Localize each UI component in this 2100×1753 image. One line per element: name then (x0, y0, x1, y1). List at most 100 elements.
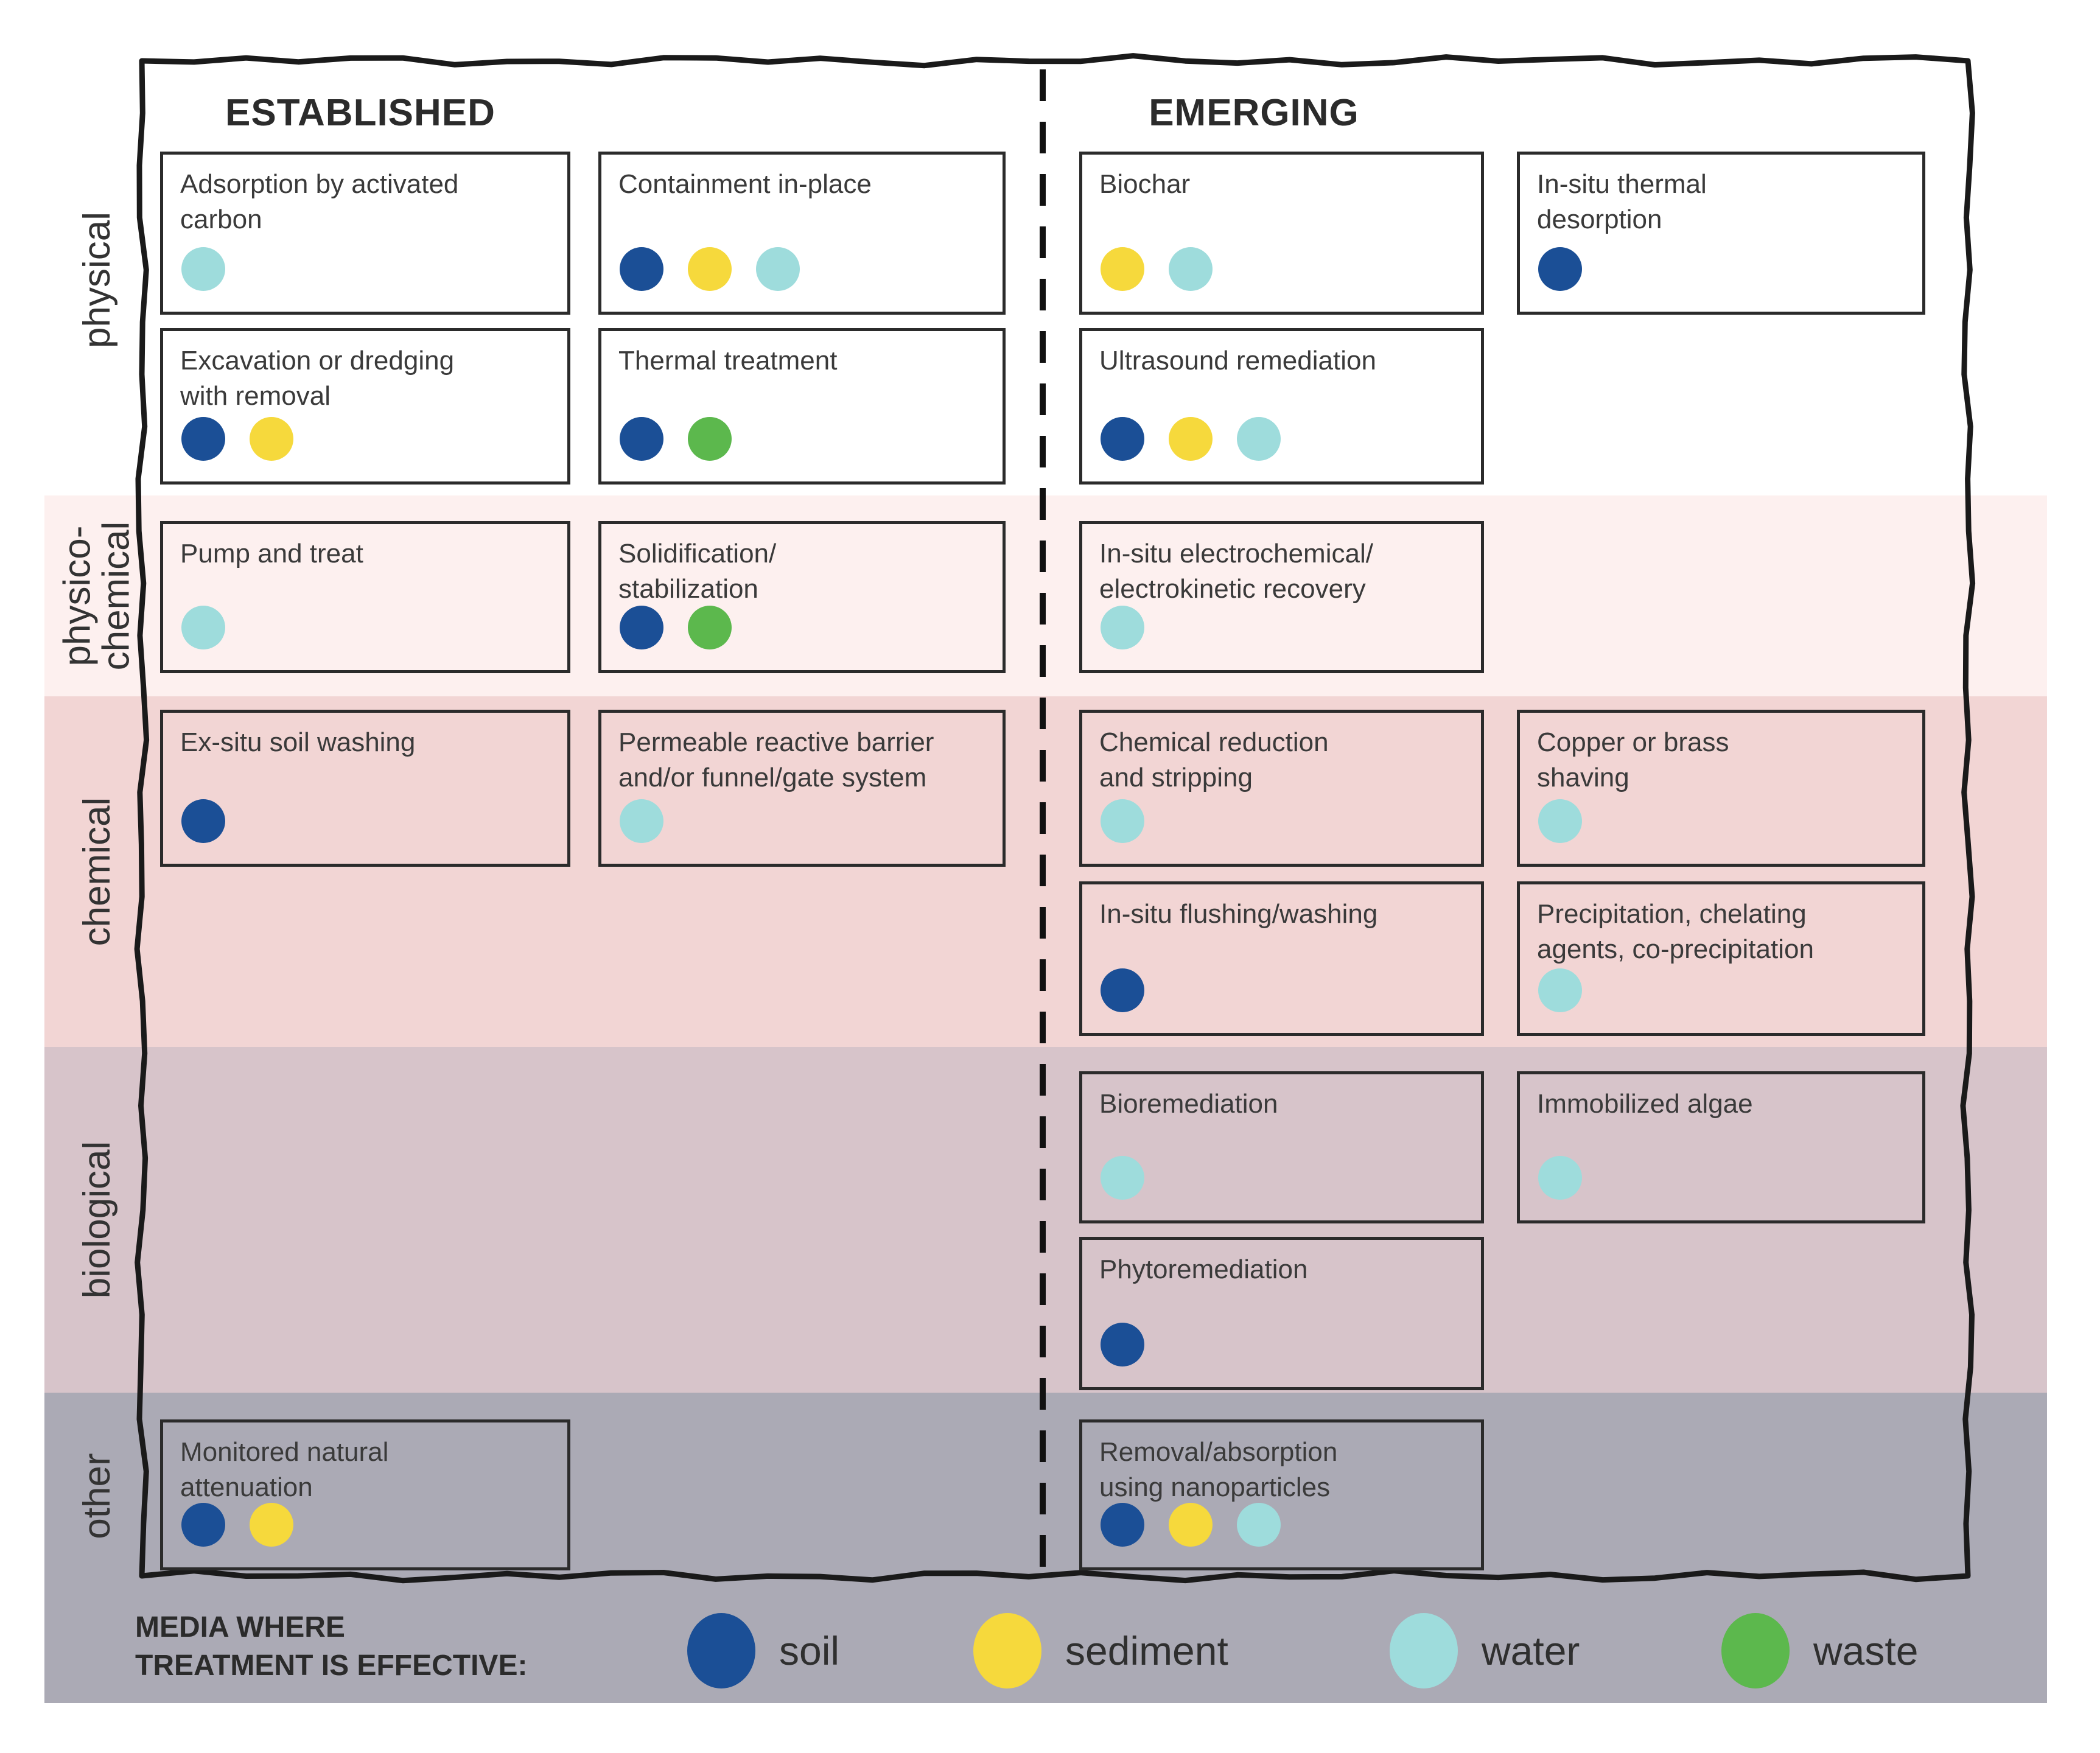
sediment-dot (1169, 417, 1213, 461)
treatment-box-biochar: Biochar (1079, 152, 1484, 315)
treatment-title: Phytoremediation (1099, 1254, 1308, 1284)
media-dots (1538, 968, 1582, 1012)
media-dots (620, 606, 732, 649)
media-dots (1101, 1156, 1144, 1200)
sediment-dot (1101, 247, 1144, 291)
treatment-title: Copper or brass shaving (1537, 727, 1729, 793)
treatment-box-adsorption-activated-carbon: Adsorption by activated carbon (160, 152, 570, 315)
treatment-box-removal-absorption-nanoparticles: Removal/absorption using nanoparticles (1079, 1419, 1484, 1570)
legend-sediment-label: sediment (1065, 1628, 1228, 1673)
water-dot (1101, 606, 1144, 649)
soil-dot (1101, 417, 1144, 461)
treatment-box-chemical-reduction-stripping: Chemical reduction and stripping (1079, 710, 1484, 867)
sediment-dot (1169, 1503, 1213, 1547)
treatment-title: In-situ electrochemical/ electrokinetic … (1099, 539, 1373, 604)
treatment-box-excavation-dredging-removal: Excavation or dredging with removal (160, 328, 570, 485)
treatment-box-permeable-reactive-barrier: Permeable reactive barrier and/or funnel… (598, 710, 1006, 867)
treatment-title: Ultrasound remediation (1099, 346, 1376, 376)
water-dot (1538, 799, 1582, 843)
water-dot (1237, 417, 1281, 461)
treatment-title: In-situ thermal desorption (1537, 169, 1707, 235)
water-dot (1538, 1156, 1582, 1200)
treatment-title: Removal/absorption using nanoparticles (1099, 1437, 1338, 1503)
media-dots (1101, 1503, 1281, 1547)
treatment-box-ultrasound-remediation: Ultrasound remediation (1079, 328, 1484, 485)
soil-dot (1538, 247, 1582, 291)
treatment-title: Thermal treatment (618, 346, 838, 376)
legend-waste-dot (1721, 1613, 1790, 1688)
treatment-box-in-situ-thermal-desorption: In-situ thermal desorption (1517, 152, 1925, 315)
treatment-box-monitored-natural-attenuation: Monitored natural attenuation (160, 1419, 570, 1570)
media-dots (181, 799, 225, 843)
treatment-box-ex-situ-soil-washing: Ex-situ soil washing (160, 710, 570, 867)
water-dot (1101, 1156, 1144, 1200)
established-header: ESTABLISHED (225, 92, 495, 134)
sediment-dot (250, 1503, 293, 1547)
media-dots (1101, 799, 1144, 843)
treatment-title: Immobilized algae (1537, 1089, 1753, 1119)
legend-soil-label: soil (779, 1628, 840, 1673)
water-dot (181, 247, 225, 291)
treatment-title: Bioremediation (1099, 1089, 1278, 1119)
media-dots (1538, 799, 1582, 843)
treatment-title: Ex-situ soil washing (180, 727, 416, 757)
water-dot (1169, 247, 1213, 291)
legend-sediment-dot (973, 1613, 1041, 1688)
treatment-box-solidification-stabilization: Solidification/ stabilization (598, 521, 1006, 673)
treatment-title: Permeable reactive barrier and/or funnel… (618, 727, 934, 793)
media-dots (620, 417, 732, 461)
treatment-box-pump-and-treat: Pump and treat (160, 521, 570, 673)
row-label-physico-chemical: physico- chemical (56, 521, 138, 671)
media-dots (1538, 247, 1582, 291)
water-dot (1538, 968, 1582, 1012)
media-dots (1538, 1156, 1582, 1200)
soil-dot (181, 417, 225, 461)
media-dots (181, 606, 225, 649)
emerging-header: EMERGING (1149, 92, 1359, 134)
legend-title: MEDIA WHERE TREATMENT IS EFFECTIVE: (135, 1611, 528, 1682)
soil-dot (181, 1503, 225, 1547)
legend-water-dot (1390, 1613, 1458, 1688)
treatment-title: Containment in-place (618, 169, 872, 199)
waste-dot (688, 606, 732, 649)
treatment-box-precipitation-chelating-coprecipitation: Precipitation, chelating agents, co-prec… (1517, 881, 1925, 1036)
treatment-title: Pump and treat (180, 539, 363, 569)
media-dots (1101, 247, 1213, 291)
soil-dot (620, 606, 663, 649)
treatment-box-thermal-treatment: Thermal treatment (598, 328, 1006, 485)
media-dots (1101, 968, 1144, 1012)
sediment-dot (688, 247, 732, 291)
media-dots (1101, 1323, 1144, 1366)
media-dots (620, 247, 800, 291)
treatment-box-copper-brass-shaving: Copper or brass shaving (1517, 710, 1925, 867)
water-dot (1101, 799, 1144, 843)
treatment-box-phytoremediation: Phytoremediation (1079, 1237, 1484, 1390)
row-label-other: other (75, 1453, 118, 1539)
treatment-title: Excavation or dredging with removal (180, 346, 455, 411)
water-dot (756, 247, 800, 291)
media-dots (181, 1503, 293, 1547)
media-dots (1101, 417, 1281, 461)
soil-dot (620, 417, 663, 461)
sediment-dot (250, 417, 293, 461)
soil-dot (1101, 1323, 1144, 1366)
treatment-title: Monitored natural attenuation (180, 1437, 389, 1503)
treatment-title: Chemical reduction and stripping (1099, 727, 1329, 793)
soil-dot (620, 247, 663, 291)
media-dots (620, 799, 663, 843)
treatment-box-in-situ-flushing-washing: In-situ flushing/washing (1079, 881, 1484, 1036)
row-label-biological: biological (75, 1141, 118, 1299)
water-dot (181, 606, 225, 649)
treatment-title: Solidification/ stabilization (618, 539, 777, 604)
media-dots (181, 247, 225, 291)
legend-water-label: water (1482, 1628, 1580, 1673)
media-dots (1101, 606, 1144, 649)
water-dot (620, 799, 663, 843)
waste-dot (688, 417, 732, 461)
treatment-title: In-situ flushing/washing (1099, 899, 1378, 929)
row-label-chemical: chemical (75, 797, 118, 946)
treatment-title: Biochar (1099, 169, 1191, 199)
treatment-box-in-situ-electrochemical-electrokinetic-recovery: In-situ electrochemical/ electrokinetic … (1079, 521, 1484, 673)
treatment-title: Precipitation, chelating agents, co-prec… (1537, 899, 1814, 965)
